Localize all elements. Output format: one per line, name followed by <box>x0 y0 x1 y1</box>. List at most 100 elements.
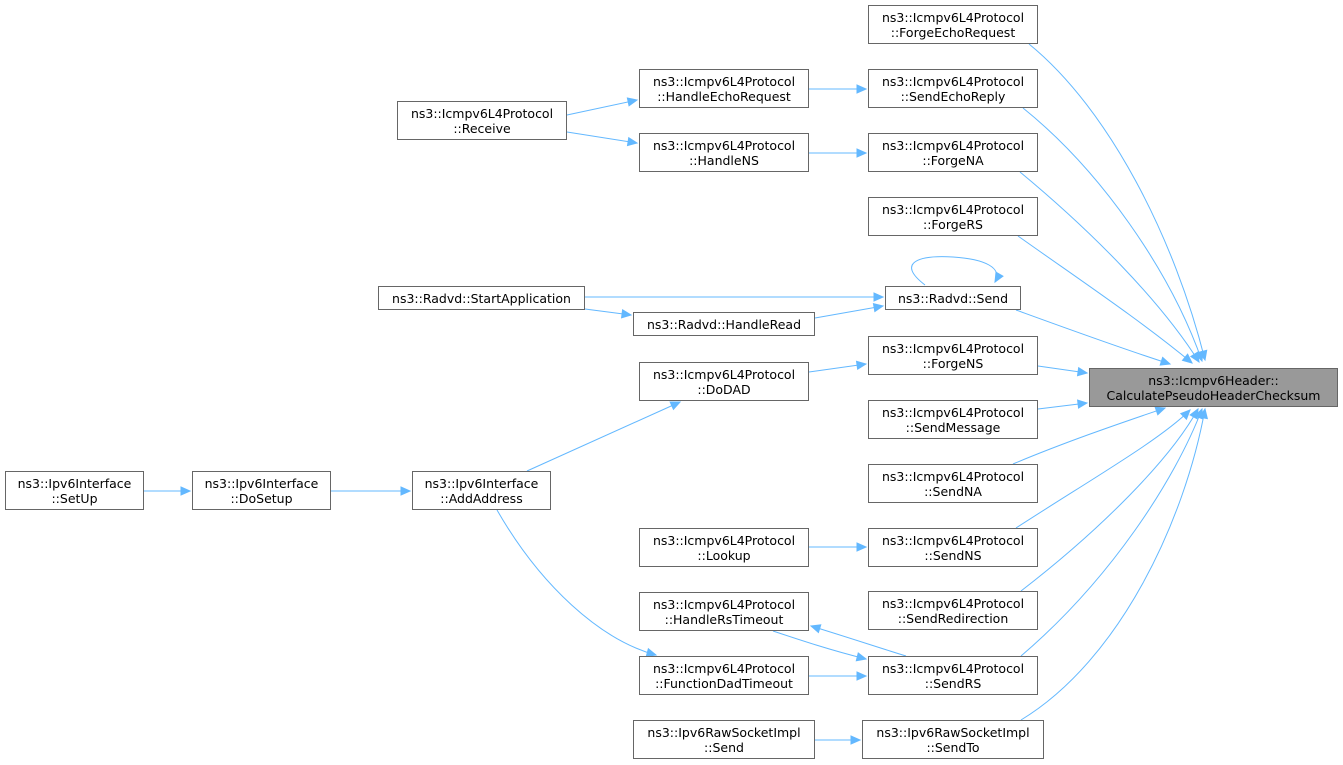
edge-forgeNS-to-calc <box>1037 365 1089 377</box>
node-label-line: ::HandleNS <box>689 152 759 168</box>
edge-line <box>566 99 638 116</box>
edge-handleEchoRequest-to-sendEchoReply <box>809 84 868 94</box>
node-label-line: ::SendMessage <box>905 419 1001 435</box>
edge-arrowhead <box>809 624 822 634</box>
node-rawSendTo[interactable]: ns3::Ipv6RawSocketImpl::SendTo <box>862 720 1044 759</box>
edge-line <box>1019 171 1200 363</box>
node-label-line: ns3::Icmpv6L4Protocol <box>881 404 1025 420</box>
edge-arrowhead <box>1179 409 1191 421</box>
node-doSetup[interactable]: ns3::Ipv6Interface::DoSetup <box>192 471 331 510</box>
edge-arrowhead <box>856 84 868 94</box>
edge-line <box>810 625 907 657</box>
edge-line <box>1020 408 1206 721</box>
edge-arrowhead <box>856 542 868 552</box>
edge-handleNS-to-forgeNA <box>809 148 868 158</box>
edge-line <box>1015 309 1171 365</box>
edge-arrowhead <box>180 486 192 496</box>
edge-arrowhead <box>626 97 639 107</box>
node-label-line: ns3::Ipv6Interface <box>424 475 539 491</box>
edge-line <box>1012 407 1166 465</box>
node-label-line: ns3::Icmpv6L4Protocol <box>652 596 796 612</box>
node-label-line: ns3::Radvd::StartApplication <box>392 290 571 306</box>
edge-arrowhead <box>850 735 862 745</box>
edge-arrowhead <box>620 309 633 319</box>
edge-line <box>1017 235 1193 364</box>
node-label-line: ns3::Icmpv6L4Protocol <box>881 73 1025 89</box>
node-funcDadTimeout[interactable]: ns3::Icmpv6L4Protocol::FunctionDadTimeou… <box>639 656 809 695</box>
node-sendMessage[interactable]: ns3::Icmpv6L4Protocol::SendMessage <box>868 400 1038 439</box>
edge-arrowhead <box>855 652 868 662</box>
edge-radvdSend-to-calc <box>1015 309 1172 366</box>
edge-startApp-to-radvdSend <box>585 292 885 302</box>
node-sendEchoReply[interactable]: ns3::Icmpv6L4Protocol::SendEchoReply <box>868 69 1038 108</box>
node-label-line: ::AddAddress <box>440 490 523 506</box>
edge-arrowhead <box>1181 353 1193 364</box>
edge-startApp-to-handleRead <box>584 308 633 319</box>
node-label-line: ns3::Icmpv6L4Protocol <box>881 201 1025 217</box>
edge-arrowhead <box>669 401 682 411</box>
node-addAddress[interactable]: ns3::Ipv6Interface::AddAddress <box>412 471 551 510</box>
edge-rawSendTo-to-calc <box>1020 407 1209 721</box>
edge-arrowhead <box>626 136 639 147</box>
node-calc[interactable]: ns3::Icmpv6Header::CalculatePseudoHeader… <box>1089 368 1338 407</box>
node-radvdSend[interactable]: ns3::Radvd::Send <box>885 286 1021 310</box>
node-label-line: ns3::Icmpv6L4Protocol <box>652 532 796 548</box>
edge-line <box>814 305 884 319</box>
node-label-line: ::SendNA <box>924 483 982 499</box>
edge-arrowhead <box>994 271 1004 284</box>
node-lookup[interactable]: ns3::Icmpv6L4Protocol::Lookup <box>639 528 809 567</box>
node-label-line: ns3::Icmpv6L4Protocol <box>881 660 1025 676</box>
edge-addAddress-to-funcDadTimeout <box>496 509 658 658</box>
node-handleRsTimeout[interactable]: ns3::Icmpv6L4Protocol::HandleRsTimeout <box>639 592 809 631</box>
node-handleNS[interactable]: ns3::Icmpv6L4Protocol::HandleNS <box>639 133 809 172</box>
edge-line <box>1028 43 1206 361</box>
edge-line <box>496 509 657 656</box>
node-sendRedirection[interactable]: ns3::Icmpv6L4Protocol::SendRedirection <box>868 591 1038 630</box>
node-doDAD[interactable]: ns3::Icmpv6L4Protocol::DoDAD <box>639 362 809 401</box>
node-label-line: ::SendNS <box>924 547 982 563</box>
edge-line <box>1020 408 1199 592</box>
node-sendNA[interactable]: ns3::Icmpv6L4Protocol::SendNA <box>868 464 1038 503</box>
node-forgeEchoRequest[interactable]: ns3::Icmpv6L4Protocol::ForgeEchoRequest <box>868 5 1038 44</box>
node-rawSend[interactable]: ns3::Ipv6RawSocketImpl::Send <box>633 720 815 759</box>
edge-line <box>808 363 867 373</box>
edge-setUp-to-doSetup <box>144 486 192 496</box>
edge-addAddress-to-doDAD <box>526 401 682 472</box>
edge-radvdSend-to-radvdSend <box>911 256 1004 286</box>
node-sendNS[interactable]: ns3::Icmpv6L4Protocol::SendNS <box>868 528 1038 567</box>
node-label-line: ::HandleRsTimeout <box>664 611 784 627</box>
node-handleRead[interactable]: ns3::Radvd::HandleRead <box>633 312 815 336</box>
node-startApp[interactable]: ns3::Radvd::StartApplication <box>378 286 585 310</box>
node-forgeRS[interactable]: ns3::Icmpv6L4Protocol::ForgeRS <box>868 197 1038 236</box>
edge-arrowhead <box>645 647 658 658</box>
edge-arrowhead <box>1159 356 1172 366</box>
node-label-line: ::DoDAD <box>697 381 751 397</box>
node-forgeNA[interactable]: ns3::Icmpv6L4Protocol::ForgeNA <box>868 133 1038 172</box>
node-label-line: ::ForgeNA <box>922 152 984 168</box>
node-sendRS[interactable]: ns3::Icmpv6L4Protocol::SendRS <box>868 656 1038 695</box>
node-label-line: ::SendEchoReply <box>900 88 1006 104</box>
node-label-line: ns3::Icmpv6L4Protocol <box>652 366 796 382</box>
node-handleEchoRequest[interactable]: ns3::Icmpv6L4Protocol::HandleEchoRequest <box>639 69 809 108</box>
node-setUp[interactable]: ns3::Ipv6Interface::SetUp <box>5 471 144 510</box>
edge-lookup-to-sendNS <box>809 542 868 552</box>
edge-handleRsTimeout-to-sendRS <box>772 630 868 662</box>
edge-sendNS-to-calc <box>1015 409 1191 529</box>
node-label-line: ns3::Icmpv6L4Protocol <box>652 660 796 676</box>
node-label-line: CalculatePseudoHeaderChecksum <box>1106 387 1321 403</box>
node-receive[interactable]: ns3::Icmpv6L4Protocol::Receive <box>397 101 567 140</box>
node-label-line: ns3::Ipv6Interface <box>204 475 319 491</box>
edge-doDAD-to-forgeNS <box>808 360 868 373</box>
node-label-line: ns3::Icmpv6L4Protocol <box>881 137 1025 153</box>
node-label-line: ns3::Radvd::Send <box>897 290 1009 306</box>
node-label-line: ns3::Icmpv6L4Protocol <box>881 532 1025 548</box>
node-forgeNS[interactable]: ns3::Icmpv6L4Protocol::ForgeNS <box>868 336 1038 375</box>
node-label-line: ::SendTo <box>926 739 980 755</box>
node-label-line: ns3::Radvd::HandleRead <box>646 316 802 332</box>
edge-sendMessage-to-calc <box>1037 399 1089 410</box>
node-label-line: ::DoSetup <box>230 490 293 506</box>
edge-sendRS-to-handleRsTimeout <box>809 624 907 657</box>
edge-arrowhead <box>1198 407 1209 420</box>
node-label-line: ns3::Icmpv6L4Protocol <box>881 595 1025 611</box>
edge-arrowhead <box>1154 406 1167 416</box>
